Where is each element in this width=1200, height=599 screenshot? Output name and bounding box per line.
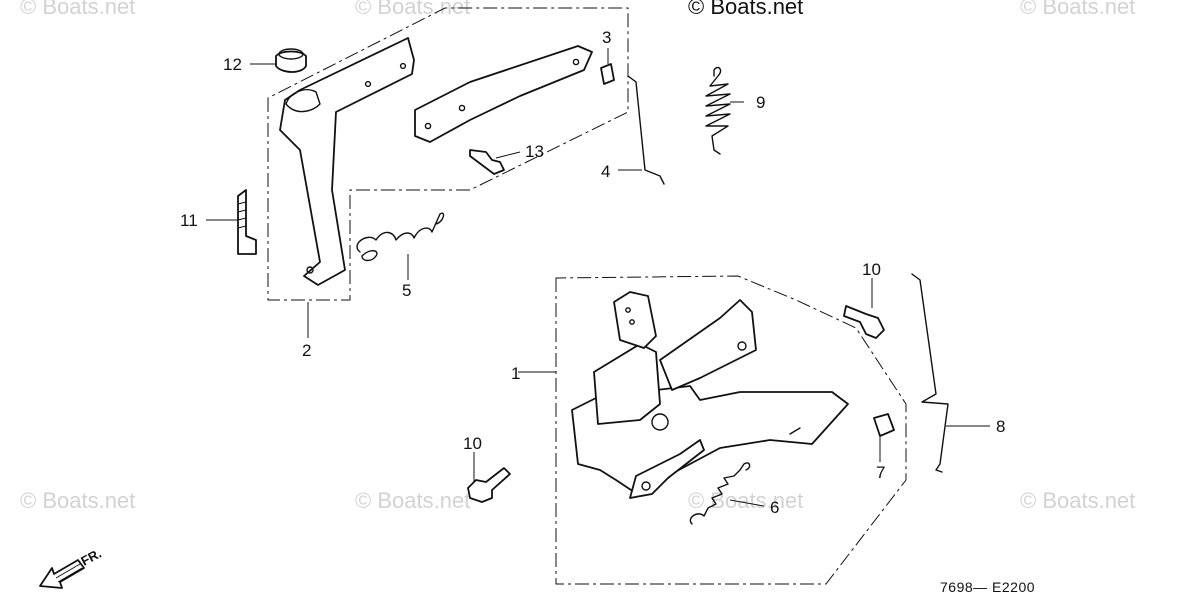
group-outline-1 — [555, 275, 907, 585]
group-outline-2 — [267, 7, 629, 301]
governor-arm[interactable] — [414, 45, 593, 143]
arm-hole-b — [458, 104, 466, 112]
watermark-top-middle: © Boats.net — [355, 0, 470, 19]
bolt-10-upper[interactable] — [843, 305, 885, 339]
bolt-10-lower[interactable] — [467, 467, 511, 503]
pivot-boss — [651, 413, 669, 431]
spring-5[interactable] — [356, 212, 445, 253]
plate-hole-a — [364, 80, 372, 88]
leader-13 — [495, 151, 521, 159]
watermark-bottom-left: © Boats.net — [20, 488, 135, 513]
governor-rod-4[interactable] — [627, 75, 665, 185]
flange-nut-12[interactable] — [275, 50, 307, 73]
callout-6: 6 — [770, 498, 779, 517]
arm-hole-c — [572, 58, 580, 66]
callout-3: 3 — [602, 28, 611, 47]
plate-hole-c — [306, 266, 314, 274]
callout-9: 9 — [756, 93, 765, 112]
choke-rod-8[interactable] — [911, 273, 949, 473]
arm-hole-a — [424, 122, 432, 130]
watermark-top-left: © Boats.net — [20, 0, 135, 19]
watermark-bottom-middle: © Boats.net — [355, 488, 470, 513]
callout-1: 1 — [511, 364, 520, 383]
leader-6 — [729, 499, 765, 507]
callout-8: 8 — [996, 417, 1005, 436]
callout-10-upper: 10 — [862, 260, 881, 279]
tab-hole-b — [629, 319, 635, 325]
nut-top — [278, 48, 304, 60]
plate-slot — [285, 88, 321, 113]
spring-5-hook — [361, 250, 378, 262]
diagram-code: 7698— E2200 — [940, 579, 1035, 595]
lower-bracket-group — [467, 273, 949, 585]
control-plate[interactable] — [279, 37, 415, 286]
watermark-top-right: © Boats.net — [1020, 0, 1135, 19]
callout-11: 11 — [180, 211, 198, 230]
watermark-bottom-center: © Boats.net — [688, 488, 803, 513]
grommet-7[interactable] — [873, 413, 895, 437]
grommet-3[interactable] — [600, 63, 615, 85]
callout-4: 4 — [601, 162, 610, 181]
callouts: 1 2 3 4 5 6 7 8 9 10 10 11 12 13 — [180, 28, 1005, 517]
bolt-13[interactable] — [469, 149, 505, 175]
callout-7: 7 — [876, 463, 885, 482]
control-arm — [659, 299, 757, 391]
control-tab — [613, 291, 657, 349]
watermark-bottom-right: © Boats.net — [1020, 488, 1135, 513]
plate-hole-b — [399, 62, 407, 70]
bolt-11[interactable] — [237, 189, 257, 255]
tab-hole-a — [625, 307, 631, 313]
base-detail — [789, 427, 801, 435]
spring-9[interactable] — [705, 66, 731, 155]
lever-hole — [641, 481, 651, 491]
callout-10-lower: 10 — [463, 434, 482, 453]
arrow-hatch — [55, 563, 83, 583]
callout-12: 12 — [223, 55, 242, 74]
callout-13: 13 — [525, 142, 544, 161]
bolt-11-thread — [237, 201, 247, 229]
leader-lines — [206, 48, 990, 507]
upper-bracket-group — [237, 7, 731, 301]
callout-5: 5 — [402, 281, 411, 300]
control-upright — [593, 343, 661, 425]
spring-6[interactable] — [689, 462, 751, 525]
arm-pivot — [737, 341, 747, 351]
watermark-top-center: © Boats.net — [688, 0, 803, 19]
callout-2: 2 — [302, 341, 311, 360]
front-direction-indicator: FR. — [39, 546, 104, 589]
